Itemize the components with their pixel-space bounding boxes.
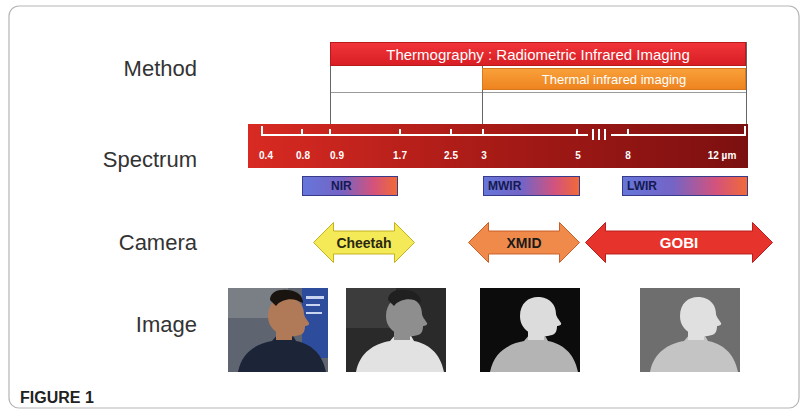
node-label: Thermography : Radiometric Infrared Imag… xyxy=(386,46,689,63)
method-bar: Thermal infrared imaging xyxy=(482,68,746,90)
visible-photo xyxy=(228,288,328,372)
wavelength-value: 12 µm xyxy=(708,150,737,161)
node-label-row: MWIR xyxy=(484,177,579,195)
node-label: Thermal infrared imaging xyxy=(542,72,687,87)
wavelength-value: 5 xyxy=(575,150,581,161)
node-label-row: NIR xyxy=(303,177,397,195)
node-label-row: Thermography : Radiometric Infrared Imag… xyxy=(331,43,745,65)
node-label-row: GOBI xyxy=(585,222,773,263)
camera-arrow: GOBI xyxy=(585,222,773,263)
band-bar: LWIR xyxy=(622,176,748,196)
band-bar: NIR xyxy=(302,176,398,196)
boundary-line xyxy=(746,42,747,124)
double-arrow-outline xyxy=(469,223,580,263)
wavelength-value: 1.7 xyxy=(393,150,407,161)
band-bar: MWIR xyxy=(483,176,580,196)
row-label: Camera xyxy=(119,230,197,256)
method-bar: Thermography : Radiometric Infrared Imag… xyxy=(330,42,746,66)
row-label: Spectrum xyxy=(103,147,197,173)
node-label: LWIR xyxy=(627,179,657,193)
double-arrow-outline xyxy=(314,223,415,263)
wavelength-value: 3 xyxy=(481,150,487,161)
row-label: Image xyxy=(136,312,197,338)
double-arrow-outline xyxy=(586,223,773,263)
node-label-row: Cheetah xyxy=(313,222,415,263)
camera-arrow: XMID xyxy=(468,222,580,263)
node-label-row: Thermal infrared imaging xyxy=(483,69,745,89)
node-label-row: XMID xyxy=(468,222,580,263)
spectrum-band xyxy=(248,124,748,168)
node-label: GOBI xyxy=(660,234,698,251)
wavelength-scale xyxy=(262,126,745,140)
method-frame xyxy=(331,43,747,93)
camera-arrow: Cheetah xyxy=(313,222,415,263)
node-label: NIR xyxy=(331,179,352,193)
lwir-photo xyxy=(640,288,740,372)
wavelength-band: 0.4 0.8 0.9 1.7 2.5 3 5 8 12 µm xyxy=(248,124,748,168)
node-label: MWIR xyxy=(488,179,521,193)
node-label-row: LWIR xyxy=(623,177,747,195)
node-label: Cheetah xyxy=(336,235,391,251)
figure-frame xyxy=(9,6,799,408)
mwir-photo xyxy=(480,288,580,372)
wavelength-value: 0.8 xyxy=(296,150,310,161)
figure-caption: FIGURE 1 xyxy=(20,389,94,407)
wavelength-value: 0.4 xyxy=(259,150,273,161)
wavelength-value: 2.5 xyxy=(444,150,458,161)
node-label: XMID xyxy=(507,235,542,251)
wavelength-value: 8 xyxy=(625,150,631,161)
nir-photo xyxy=(346,288,446,372)
row-label: Method xyxy=(124,56,197,82)
wavelength-value: 0.9 xyxy=(330,150,344,161)
